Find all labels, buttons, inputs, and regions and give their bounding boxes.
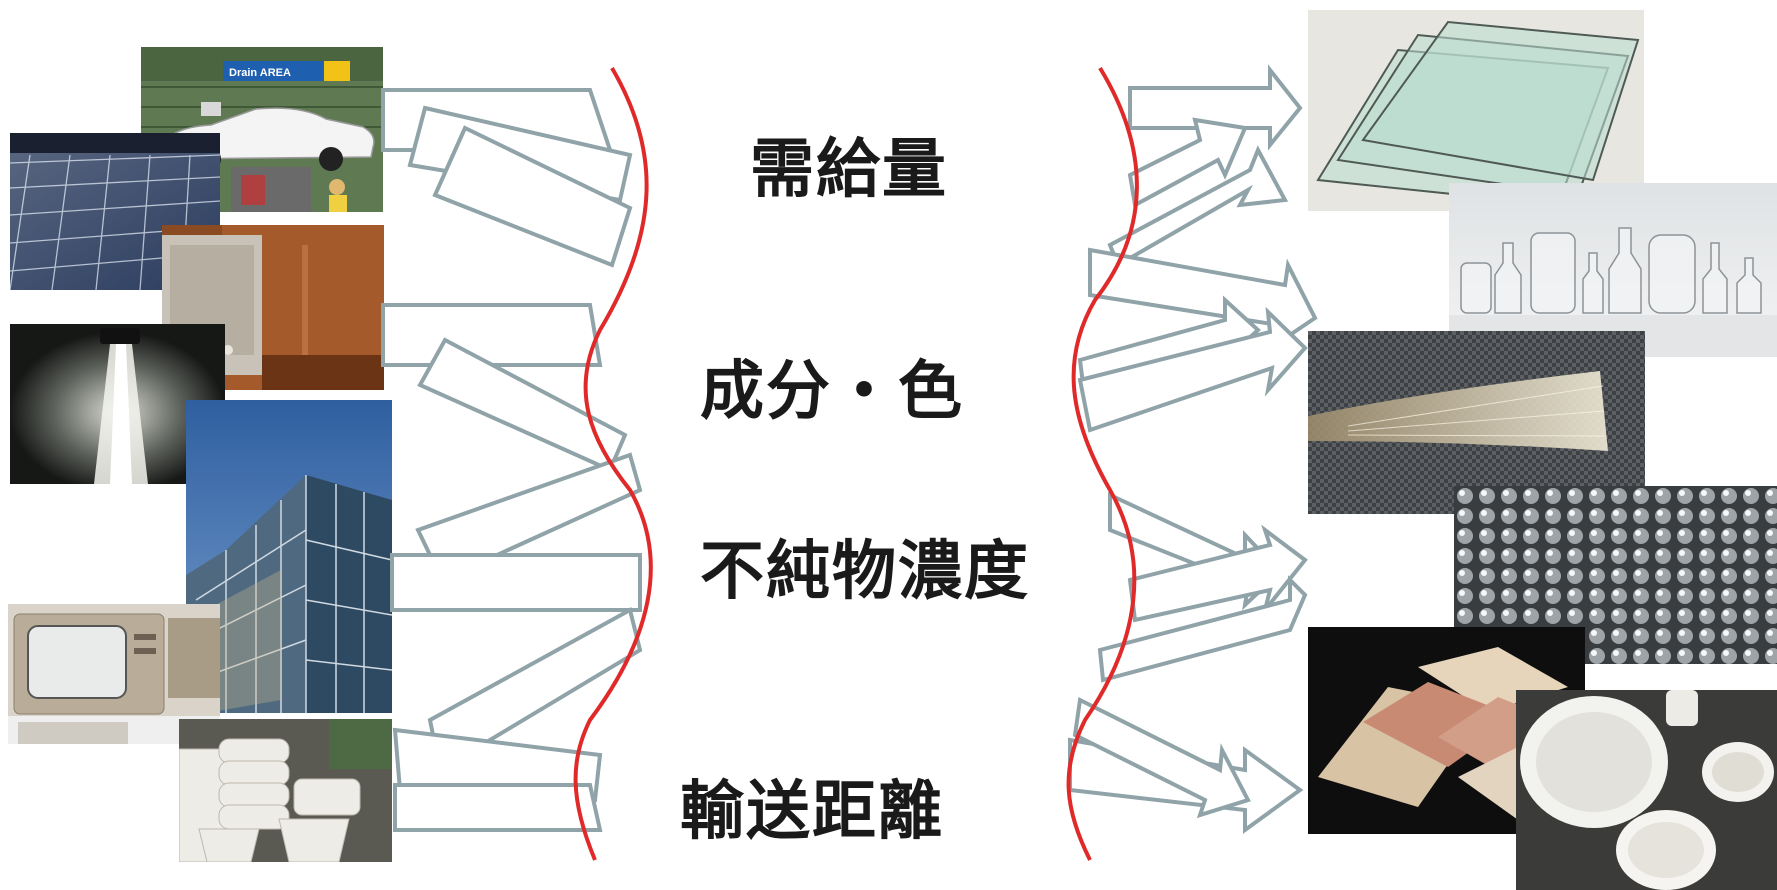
left-wavy-boundary: [573, 66, 653, 861]
in-arrow-10: [393, 783, 603, 832]
right-wavy-boundary: [1066, 66, 1139, 861]
out-arrow-6: [1077, 306, 1308, 433]
drain-area-sign: Drain AREA: [229, 67, 291, 79]
in-arrow-4: [381, 303, 603, 367]
in-arrow-7: [390, 553, 642, 612]
in-arrow-3: [432, 125, 633, 268]
glass-building-photo: [186, 400, 392, 713]
factor-label-impurity-concentration: 不純物濃度: [700, 535, 1030, 609]
ceramic-dishes-photo: [1516, 690, 1777, 890]
out-arrow-11: [1072, 696, 1251, 819]
out-arrow-8: [1127, 524, 1308, 623]
factor-label-supply-demand: 需給量: [750, 133, 948, 207]
stacked-bowls-photo: [179, 719, 392, 862]
factor-label-transport-distance: 輸送距離: [680, 775, 944, 849]
out-arrow-1: [1128, 64, 1303, 151]
out-arrow-4: [1088, 247, 1318, 350]
glass-fiber-photo: [1308, 331, 1645, 514]
factor-label-composition-color: 成分・色: [700, 355, 964, 429]
out-arrow-9: [1097, 575, 1308, 683]
out-arrow-2: [1127, 117, 1248, 209]
out-arrow-3: [1107, 145, 1289, 268]
